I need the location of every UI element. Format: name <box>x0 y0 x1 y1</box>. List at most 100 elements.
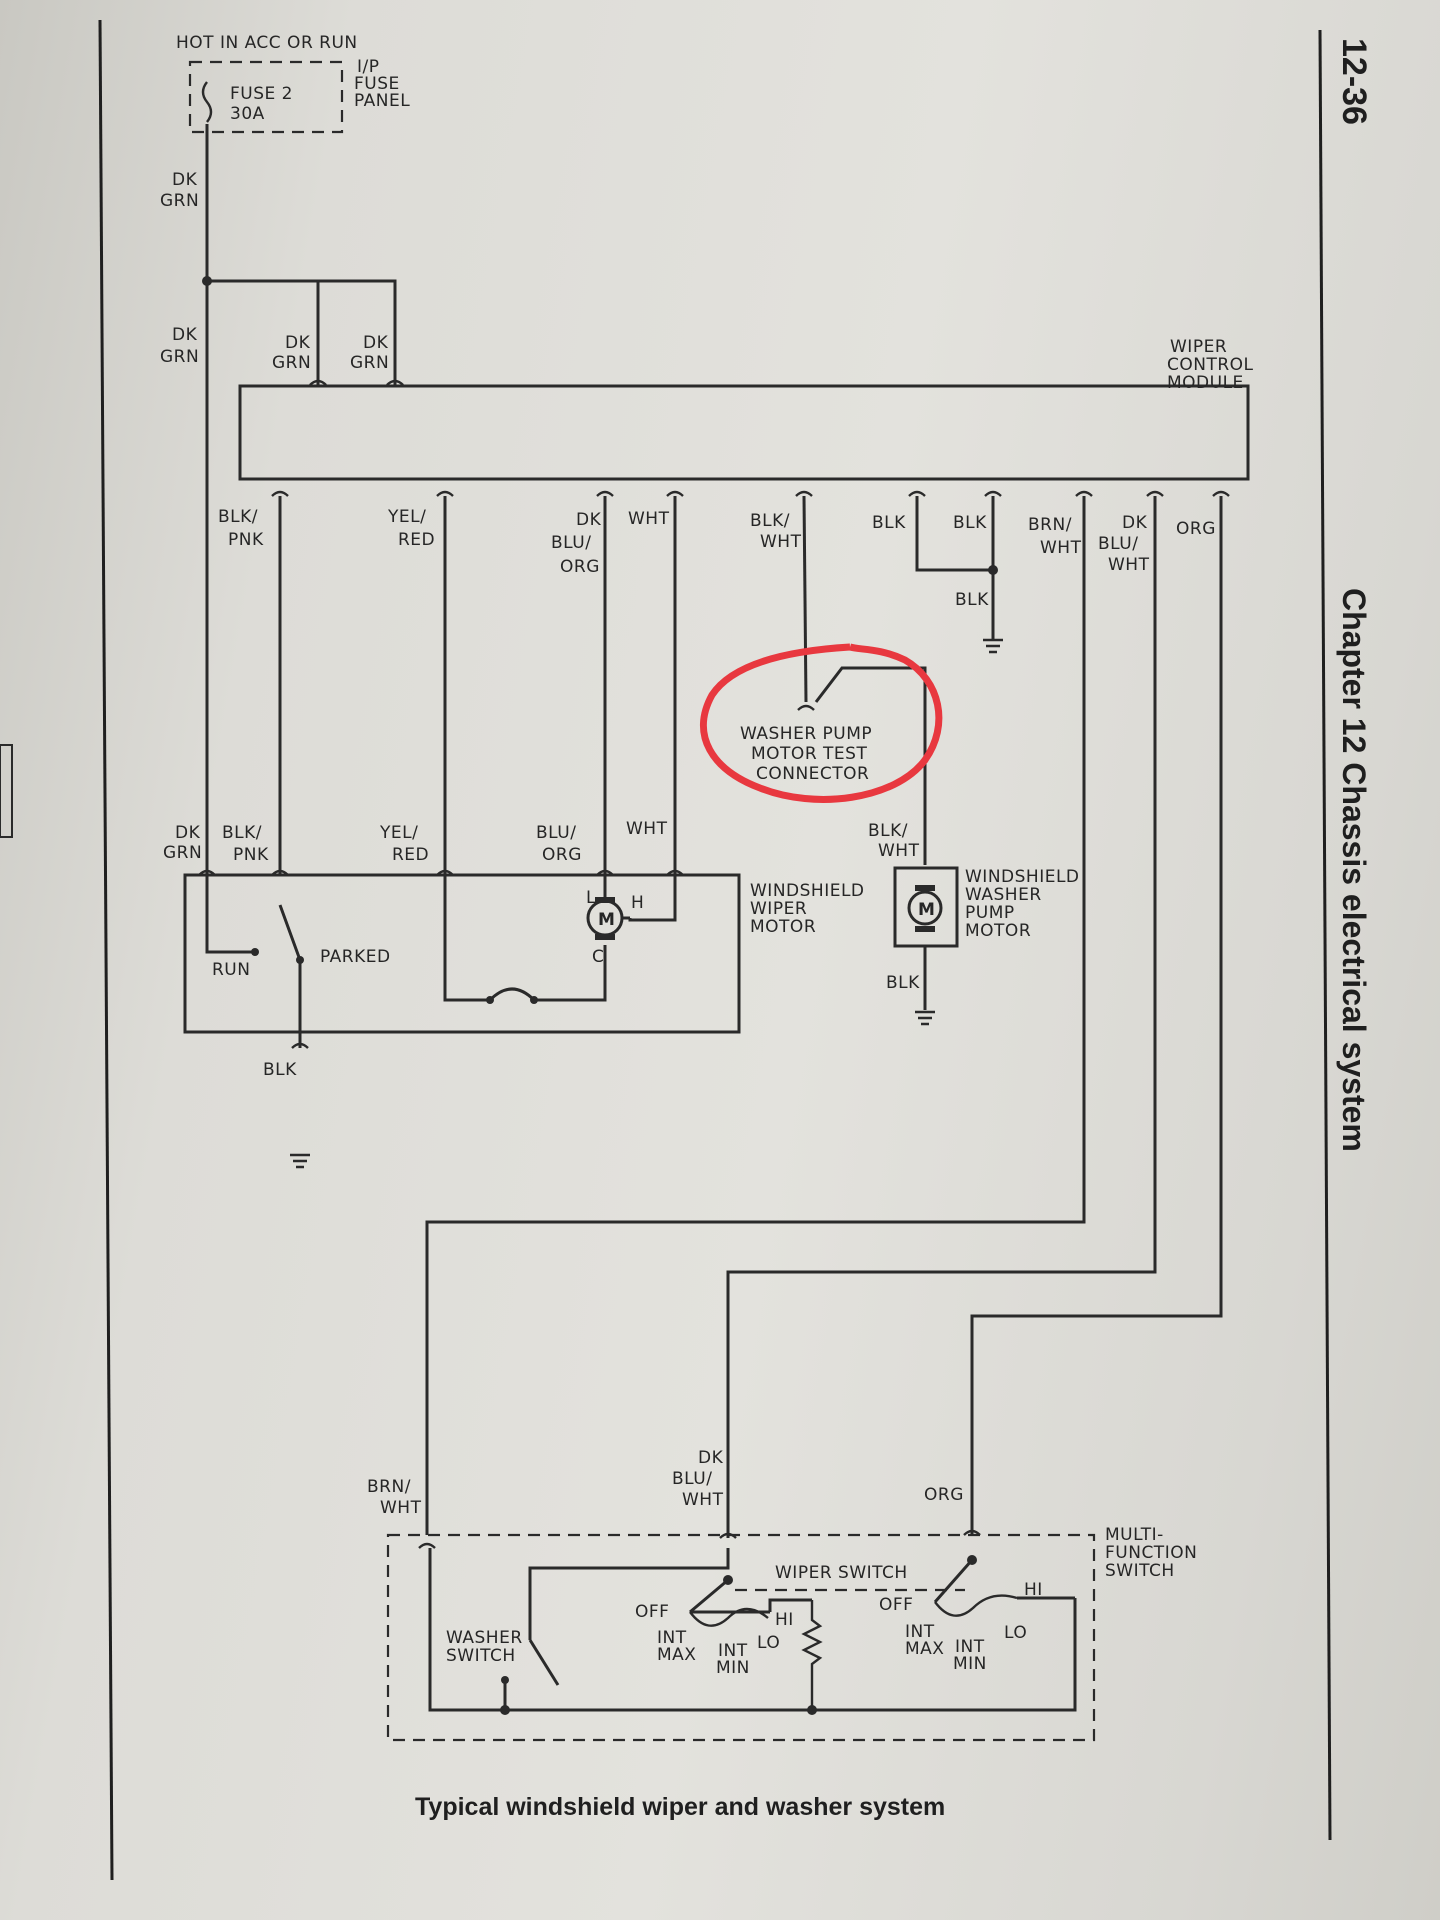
circuit-breaker <box>488 987 536 1002</box>
washer-switch-feed <box>528 1548 730 1640</box>
fuse-panel-box <box>188 60 344 134</box>
pump-brush-top <box>915 885 935 891</box>
wiper-switch-label: WIPER SWITCH <box>775 1563 908 1583</box>
wire-blkpnk-low-2: PNK <box>233 845 269 865</box>
park-switch-wiring <box>205 875 255 954</box>
wire-dkbluwht-low-1: DK <box>698 1448 724 1468</box>
motor-common-circuit <box>534 945 607 1002</box>
module-connector-marks <box>271 490 1230 497</box>
wire-brn-wht <box>425 496 1086 1535</box>
feed-branch <box>207 279 397 385</box>
test-connector-wire <box>814 666 927 865</box>
lower-connector-marks <box>198 869 684 876</box>
switch-a-min: MIN <box>716 1658 750 1678</box>
washer-switch-wiring <box>428 1548 1077 1712</box>
switch-b-min: MIN <box>953 1654 987 1674</box>
test-connector-label-3: CONNECTOR <box>756 764 869 784</box>
switch-b-hi: HI <box>1024 1580 1043 1600</box>
wire-org <box>970 496 1223 1535</box>
fuse-name: FUSE 2 <box>230 84 293 104</box>
wire-brnwht-top-2: WHT <box>1040 538 1082 558</box>
wire-dkgrn-a-2: GRN <box>160 347 199 367</box>
wiper-switch-a-contacts <box>689 1607 769 1627</box>
wire-dkgrn-c-2: GRN <box>350 353 389 373</box>
wiper-switch-b-contacts <box>934 1594 1018 1617</box>
wire-brnwht-low-2: WHT <box>380 1498 422 1518</box>
test-connector-label-2: MOTOR TEST <box>751 744 867 764</box>
wire-dkbluwht-top-2: BLU/ <box>1098 534 1138 554</box>
wiper-motor-label-2: WIPER <box>750 899 807 919</box>
wire-dkgrn-b-1: DK <box>285 333 311 353</box>
wiper-switch-b-blade <box>933 1559 974 1603</box>
switch-b-max: MAX <box>905 1639 944 1659</box>
park-contact-parked <box>296 956 304 964</box>
wiper-motor-l: L <box>586 888 596 908</box>
wire-org-low: ORG <box>924 1485 964 1505</box>
highlight-circle <box>699 643 943 803</box>
wiper-control-module <box>238 384 1250 481</box>
breaker-circuit <box>443 875 490 1002</box>
washer-pump-label-1: WINDSHIELD <box>965 867 1080 887</box>
mfs-label-3: SWITCH <box>1105 1561 1175 1581</box>
switch-a-lo: LO <box>757 1633 780 1653</box>
wire-brnwht-top-1: BRN/ <box>1028 515 1072 535</box>
wire-blkpnk-top-2: PNK <box>228 530 264 550</box>
ground-symbol-pump <box>915 1010 935 1026</box>
mfs-label-1: MULTI- <box>1105 1525 1164 1545</box>
wire-dkbluwht-low-2: BLU/ <box>672 1469 712 1489</box>
fuse-symbol <box>201 81 213 123</box>
wire-wht-low: WHT <box>626 819 668 839</box>
wiper-motor-box <box>183 873 741 1034</box>
module-label-2: CONTROL <box>1167 355 1254 375</box>
wire-dkgrn-top-1: DK <box>172 170 198 190</box>
switch-a-hi: HI <box>775 1610 794 1630</box>
ground-splice-dot <box>988 565 998 575</box>
breaker-contact-a <box>486 996 494 1004</box>
wire-blkwht-low-1: BLK/ <box>868 821 908 841</box>
wire-blk-c: BLK <box>955 590 989 610</box>
wire-blk-ground-group <box>915 496 993 572</box>
wire-blkpnk-low-1: BLK/ <box>222 823 262 843</box>
wire-blk-wiper-ground: BLK <box>263 1060 297 1080</box>
wire-dkbluwht-top-1: DK <box>1122 513 1148 533</box>
wire-dk-blu-wht <box>726 496 1157 1538</box>
wiper-motor-h: H <box>631 893 644 913</box>
wire-dkbluorg-top-1: DK <box>576 510 602 530</box>
wire-blk-b: BLK <box>953 513 987 533</box>
park-contact-run <box>251 948 259 956</box>
washer-pump-motor-symbol <box>907 890 943 926</box>
wire-brnwht-low-1: BRN/ <box>367 1477 411 1497</box>
wire-dkgrn-top-2: GRN <box>160 191 199 211</box>
fuse-panel-label-1: I/P <box>357 57 380 77</box>
pump-brush-bottom <box>915 926 935 932</box>
wire-bluorg-low-1: BLU/ <box>536 823 576 843</box>
wire-dkgrn-a-1: DK <box>172 325 198 345</box>
wire-dkgrn-b-2: GRN <box>272 353 311 373</box>
connector-mark <box>309 379 404 386</box>
mfs-label-2: FUNCTION <box>1105 1543 1197 1563</box>
wire-dkbluorg-top-3: ORG <box>560 557 600 577</box>
test-connector-label-1: WASHER PUMP <box>740 724 872 744</box>
wiper-switch-a-hi <box>768 1598 812 1612</box>
washer-pump-label-4: MOTOR <box>965 921 1031 941</box>
wiper-switch-a-pivot <box>723 1575 733 1585</box>
chapter-title: Chapter 12 Chassis electrical system <box>1336 588 1372 1152</box>
fuse-rating: 30A <box>230 104 265 124</box>
wire-bluorg-low-2: ORG <box>542 845 582 865</box>
washer-pump-label-3: PUMP <box>965 903 1015 923</box>
park-run-label: RUN <box>212 960 250 980</box>
motor-lead-h <box>628 875 677 922</box>
mfs-connector-marks <box>418 1529 981 1549</box>
ground-symbol-module <box>983 638 1003 654</box>
washer-pump-label-2: WASHER <box>965 885 1042 905</box>
wire-blk-wht <box>802 495 808 703</box>
wiper-motor-m: M <box>598 910 615 930</box>
wiper-switch-b-pivot <box>967 1555 977 1565</box>
park-switch-blade <box>278 904 302 961</box>
wire-org-top: ORG <box>1176 519 1216 539</box>
ground-symbol-wiper <box>290 1153 310 1169</box>
wire-dkbluwht-low-3: WHT <box>682 1490 724 1510</box>
module-label-1: WIPER <box>1170 337 1227 357</box>
wire-yelred-low-2: RED <box>392 845 429 865</box>
right-margin-line <box>1318 29 1332 1841</box>
